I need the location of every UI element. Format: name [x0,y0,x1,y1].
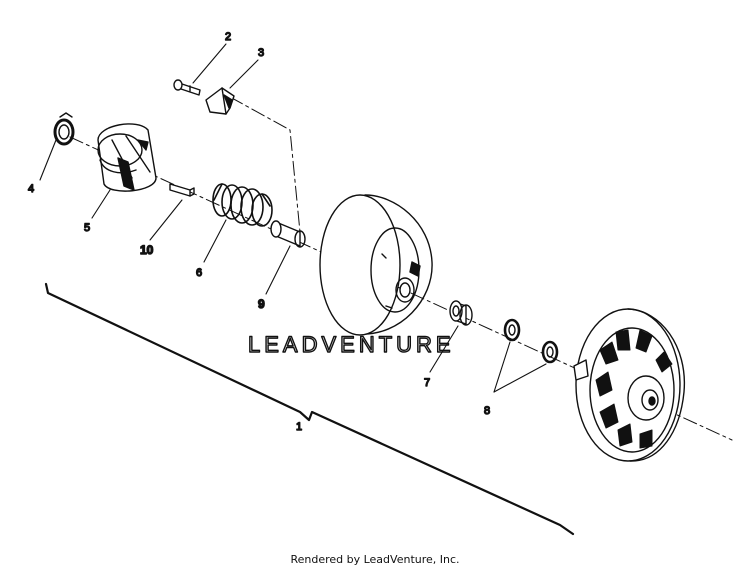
part-2-bolt [173,79,201,96]
part-8-washer-a [503,318,521,342]
callout-8: 8 [484,405,490,417]
part-4-snap-ring [53,112,75,146]
callout-2: 2 [225,31,231,43]
exploded-parts-diagram: LEADVENTURE [27,30,733,536]
fixed-sheave [573,308,686,462]
part-5-cam [97,123,157,192]
assembly-bracket [44,282,575,536]
part-8-washer-b [541,340,559,364]
watermark: LEADVENTURE [248,332,455,357]
leader-lines [39,43,547,393]
sheave-fins [595,329,673,449]
callout-1: 1 [296,421,302,433]
part-3-weight [205,87,235,115]
footer-credit: Rendered by LeadVenture, Inc. [290,553,460,566]
part-6-spring [212,183,273,227]
moveable-sheave [319,194,433,336]
callout-4: 4 [28,183,34,195]
part-10-key [169,183,195,197]
part-9-bushing [270,220,306,248]
callout-7: 7 [424,377,430,389]
callout-9: 9 [258,297,265,311]
part-7-spacer [449,300,473,326]
callout-3: 3 [258,47,264,59]
callout-10: 10 [140,243,154,257]
callout-5: 5 [84,222,90,234]
callout-6: 6 [196,267,202,279]
